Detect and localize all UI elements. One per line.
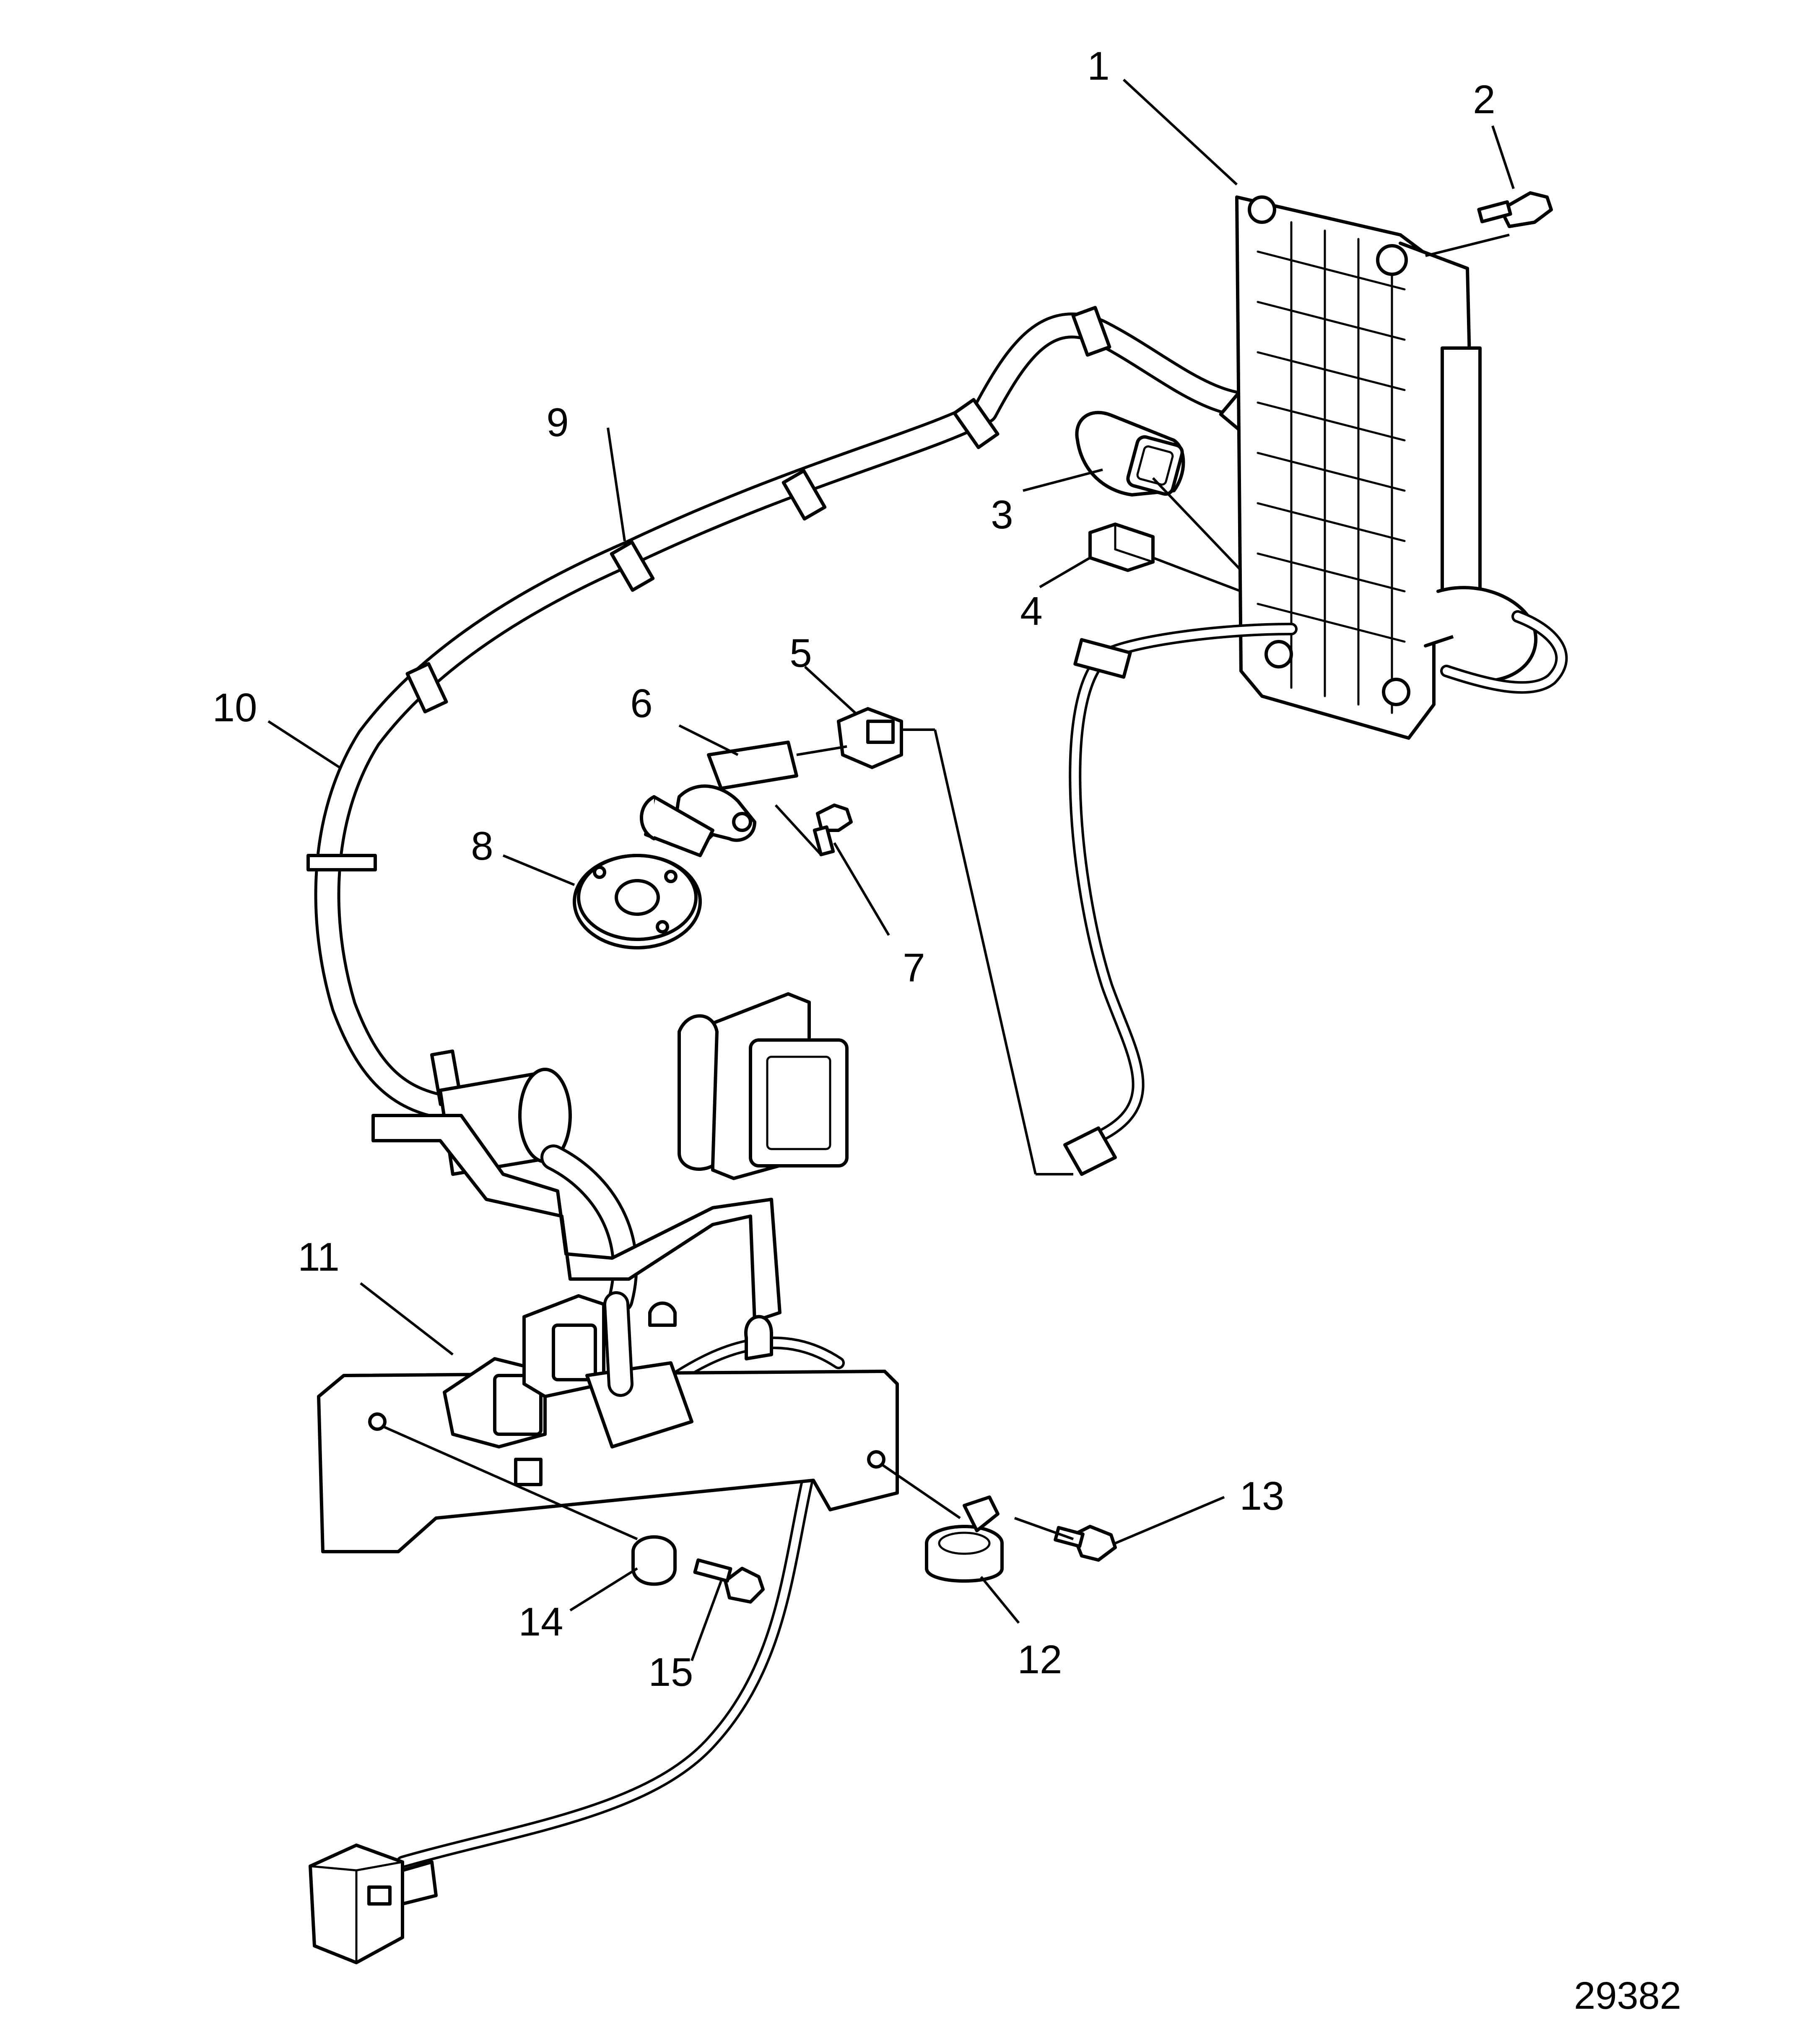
- wire-clip: [1063, 638, 1132, 1176]
- sensor-part-6: [640, 741, 798, 857]
- callout-6: 6: [630, 681, 652, 726]
- bolt-part-13: [1054, 1525, 1117, 1562]
- plug-part-4: [1088, 523, 1155, 572]
- callout-12: 12: [1018, 1637, 1062, 1682]
- figure-id: 29382: [1574, 1974, 1681, 2017]
- bolt-part-15: [693, 1558, 765, 1604]
- callout-2: 2: [1473, 77, 1495, 122]
- callout-13: 13: [1240, 1474, 1285, 1519]
- callout-5: 5: [789, 631, 812, 676]
- bolt-part-2: [1477, 191, 1553, 228]
- callout-8: 8: [471, 824, 493, 868]
- spacer-part-14: [631, 1535, 677, 1586]
- callout-14: 14: [519, 1599, 563, 1644]
- callout-15: 15: [649, 1650, 693, 1695]
- callout-11: 11: [298, 1235, 340, 1279]
- solenoid-bracket-part-11: [317, 1291, 899, 1553]
- callout-4: 4: [1020, 589, 1042, 634]
- connector-part-5: [837, 707, 903, 769]
- callout-1: 1: [1087, 44, 1109, 88]
- callout-7: 7: [903, 945, 925, 990]
- callout-9: 9: [546, 400, 569, 445]
- bolt-part-7: [813, 803, 853, 856]
- callout-labels: 1 2 3 4 5 6 7 8 9 10 11 12 13 14 15: [213, 44, 1495, 1695]
- ecu-module: [1235, 195, 1568, 740]
- leader-lines: [267, 78, 1515, 1662]
- callout-10: 10: [213, 685, 257, 730]
- coil-plug: [309, 1844, 438, 1964]
- callout-3: 3: [991, 492, 1013, 537]
- grommet-part-12: [925, 1495, 1004, 1583]
- connector-part-3: [1075, 411, 1185, 497]
- connector-box: [678, 992, 849, 1180]
- flange-part-8: [573, 854, 702, 949]
